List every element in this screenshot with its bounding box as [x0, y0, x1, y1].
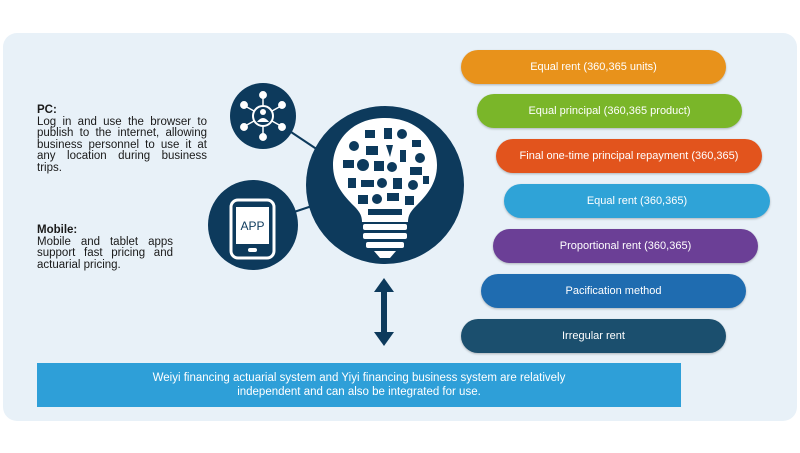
method-pill: Equal rent (360,365) [504, 184, 770, 218]
method-pill: Final one-time principal repayment (360,… [496, 139, 762, 173]
mobile-text: Mobile and tablet apps support fast pric… [37, 235, 173, 271]
method-pill: Pacification method [481, 274, 746, 308]
method-label: Pacification method [565, 285, 662, 297]
mobile-phone-icon: APP [208, 180, 298, 270]
method-pill: Equal rent (360,365 units) [461, 50, 726, 84]
method-label: Proportional rent (360,365) [559, 240, 692, 252]
integration-banner: Weiyi financing actuarial system and Yiy… [37, 363, 681, 407]
lightbulb-icon [306, 106, 464, 264]
method-label: Equal rent (360,365) [586, 195, 688, 207]
app-label: APP [240, 219, 264, 233]
mobile-title: Mobile: [37, 224, 78, 236]
method-pill: Equal principal (360,365 product) [477, 94, 742, 128]
pc-text: Log in and use the browser to publish to… [37, 115, 207, 174]
method-label: Equal principal (360,365 product) [528, 105, 691, 117]
pc-title: PC: [37, 104, 57, 116]
mobile-description: Mobile: Mobile and tablet apps support f… [37, 224, 173, 271]
pc-description: PC: Log in and use the browser to publis… [37, 104, 207, 174]
double-arrow-icon [374, 278, 394, 346]
method-label: Equal rent (360,365 units) [530, 61, 657, 73]
method-label: Irregular rent [562, 330, 625, 342]
network-person-icon [230, 83, 296, 149]
method-pill: Irregular rent [461, 319, 726, 353]
banner-text: Weiyi financing actuarial system and Yiy… [152, 372, 566, 398]
method-label: Final one-time principal repayment (360,… [519, 150, 739, 162]
method-pill: Proportional rent (360,365) [493, 229, 758, 263]
